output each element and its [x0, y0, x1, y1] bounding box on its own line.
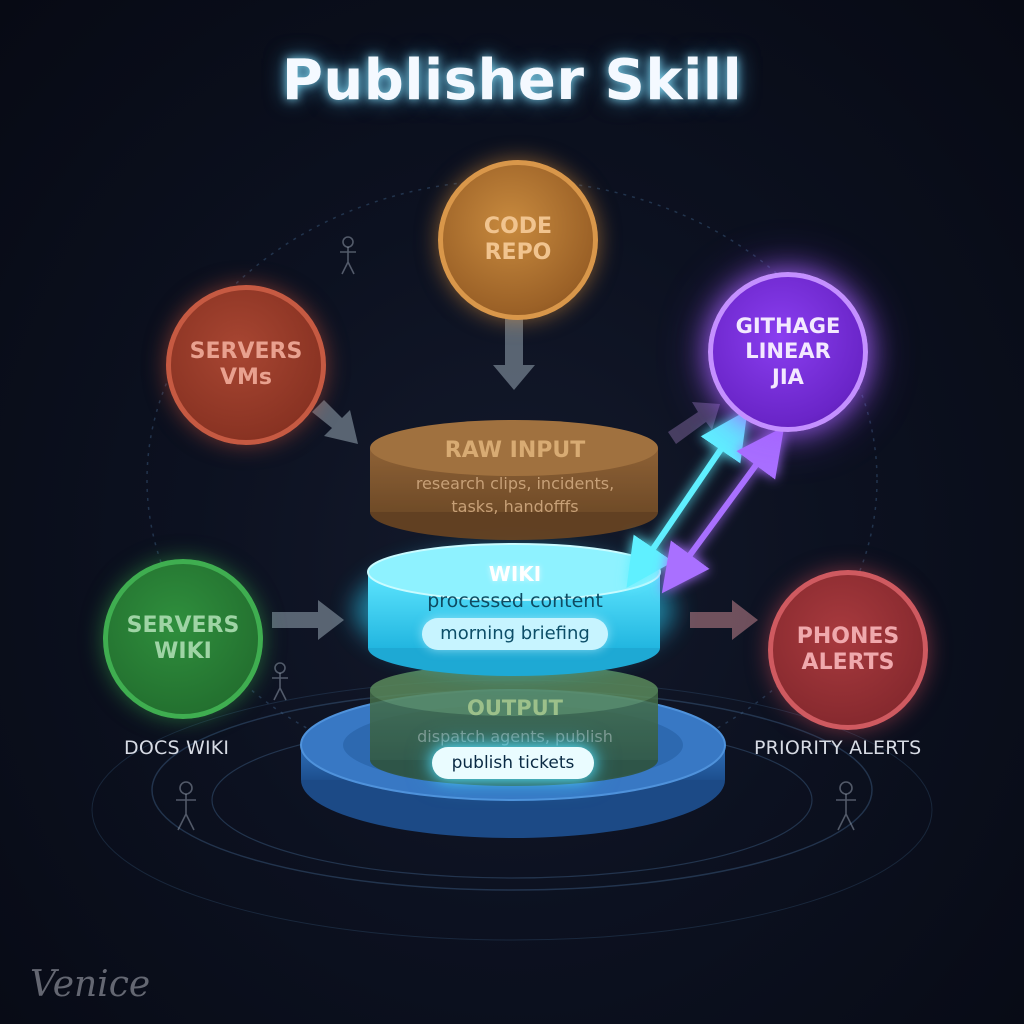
right-arrow-icon	[312, 400, 358, 444]
output-subtitle: dispatch agents, publish	[417, 727, 613, 746]
docs-wiki-caption: DOCS WIKI	[124, 737, 230, 759]
right-arrow-icon	[690, 600, 758, 640]
page-title: Publisher Skill	[281, 48, 743, 113]
raw-input-disc	[370, 420, 658, 540]
raw-input-subtitle: research clips, incidents, tasks, handof…	[370, 472, 660, 518]
node-label: ALERTS	[801, 650, 895, 675]
node-label: GITHAGE	[735, 314, 841, 339]
publish-tickets-pill: publish tickets	[432, 747, 594, 779]
double-arrow-icon	[661, 426, 785, 594]
right-arrow-icon	[272, 600, 344, 640]
stick-figure-icon	[836, 781, 856, 831]
stick-figure-icon	[340, 236, 356, 275]
node-label: PHONES	[796, 623, 900, 649]
watermark-logo: Venice	[30, 964, 150, 1005]
node-label: CODE	[483, 213, 553, 239]
node-label: LINEAR	[745, 339, 831, 364]
githage-linear-jia-node: GITHAGE LINEAR JIA	[708, 272, 868, 432]
stick-figures	[176, 236, 856, 831]
wiki-subtitle: processed content	[427, 590, 603, 612]
node-label: WIKI	[154, 639, 212, 664]
node-label: VMs	[219, 365, 272, 390]
raw-input-subtitle-line: tasks, handofffs	[451, 497, 579, 517]
node-label: SERVERS	[126, 612, 240, 638]
morning-briefing-pill: morning briefing	[422, 618, 608, 650]
code-repo-node: CODE REPO	[438, 160, 598, 320]
sync-arrows	[626, 410, 785, 594]
down-arrow-icon	[493, 316, 535, 390]
phones-alerts-node: PHONES ALERTS	[768, 570, 928, 730]
node-label: SERVERS	[189, 338, 303, 364]
right-arrow-icon	[668, 402, 720, 444]
stick-figure-icon	[272, 662, 288, 701]
node-label: JIA	[772, 364, 804, 389]
raw-input-title: RAW INPUT	[444, 438, 586, 463]
servers-wiki-node: SERVERS WIKI	[103, 559, 263, 719]
priority-alerts-caption: PRIORITY ALERTS	[754, 737, 922, 759]
wiki-title: WIKI	[488, 562, 542, 586]
output-title: OUTPUT	[467, 696, 563, 720]
raw-input-subtitle-line: research clips, incidents,	[415, 474, 615, 493]
servers-vms-node: SERVERS VMs	[166, 285, 326, 445]
node-label: REPO	[484, 240, 552, 265]
stick-figure-icon	[176, 781, 196, 831]
